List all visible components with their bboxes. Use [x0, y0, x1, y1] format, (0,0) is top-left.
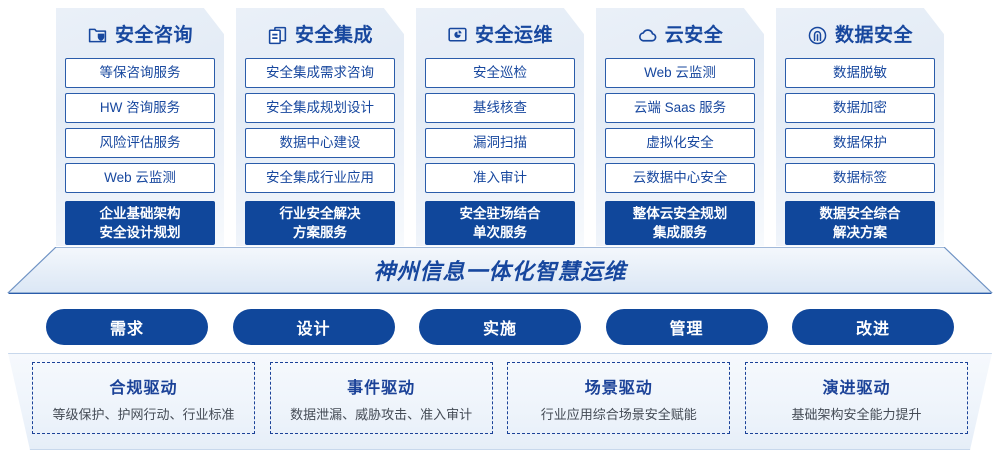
pillar-highlight-line1: 行业安全解决: [279, 206, 361, 221]
pillar-highlight-line1: 数据安全综合: [819, 206, 901, 221]
pillar-item[interactable]: 数据脱敏: [785, 58, 935, 88]
drivers-row: 合规驱动 等级保护、护网行动、行业标准 事件驱动 数据泄漏、威胁攻击、准入审计 …: [0, 353, 1000, 450]
pillar-item[interactable]: 安全集成规划设计: [245, 93, 395, 123]
driver-description: 基础架构安全能力提升: [791, 406, 922, 422]
phase-pill-management[interactable]: 管理: [605, 309, 768, 345]
pillar-header: 安全咨询: [65, 12, 215, 58]
driver-card-incident[interactable]: 事件驱动 数据泄漏、威胁攻击、准入审计: [269, 362, 493, 434]
pillar-item[interactable]: 数据加密: [785, 93, 935, 123]
pillar-header: 数据安全: [785, 12, 935, 58]
phase-pill-improvement[interactable]: 改进: [792, 309, 954, 345]
pillar-header: 安全集成: [245, 12, 395, 58]
pillar-highlight[interactable]: 企业基础架构 安全设计规划: [65, 201, 215, 245]
pillar-item[interactable]: HW 咨询服务: [65, 93, 215, 123]
platform-banner: 神州信息一体化智慧运维: [8, 247, 992, 294]
pillar-header: 安全运维: [425, 12, 575, 58]
pillar-item[interactable]: 数据标签: [785, 163, 935, 193]
pillar-item[interactable]: 基线核查: [425, 93, 575, 123]
pillar-highlight[interactable]: 整体云安全规划 集成服务: [605, 201, 755, 245]
stacked-documents-icon: [267, 25, 288, 46]
driver-description: 数据泄漏、威胁攻击、准入审计: [290, 406, 473, 422]
pillar-highlight-line2: 单次服务: [473, 225, 527, 240]
phase-pill-implementation[interactable]: 实施: [419, 309, 581, 345]
pillar-item[interactable]: 准入审计: [425, 163, 575, 193]
platform-banner-title: 神州信息一体化智慧运维: [373, 259, 627, 284]
pillar-item[interactable]: Web 云监测: [65, 163, 215, 193]
pillar-title: 云安全: [664, 24, 724, 46]
pillar-item[interactable]: 云数据中心安全: [605, 163, 755, 193]
pillar-highlight[interactable]: 行业安全解决 方案服务: [245, 201, 395, 245]
pillar-header: 云安全: [605, 12, 755, 58]
driver-card-evolution[interactable]: 演进驱动 基础架构安全能力提升: [744, 362, 968, 434]
phase-pill-design[interactable]: 设计: [232, 309, 395, 345]
driver-description: 等级保护、护网行动、行业标准: [52, 406, 235, 422]
driver-card-scenario[interactable]: 场景驱动 行业应用综合场景安全赋能: [507, 362, 731, 434]
pillar-card-security-operations[interactable]: 安全运维 安全巡检 基线核查 漏洞扫描 准入审计 安全驻场结合 单次服务: [416, 8, 584, 246]
pillar-highlight-line2: 解决方案: [833, 225, 887, 240]
cloud-icon: [637, 25, 658, 46]
pillar-title: 安全咨询: [114, 24, 193, 46]
monitor-chart-icon: [447, 25, 468, 46]
pillar-highlight-line1: 整体云安全规划: [632, 206, 728, 221]
driver-description: 行业应用综合场景安全赋能: [540, 406, 697, 422]
pillar-item[interactable]: 数据保护: [785, 128, 935, 158]
pillar-title: 数据安全: [834, 24, 913, 46]
phase-pill-requirement[interactable]: 需求: [46, 309, 208, 345]
pillar-highlight-line2: 集成服务: [653, 225, 707, 240]
pillar-item[interactable]: 安全集成行业应用: [245, 163, 395, 193]
pillar-highlight[interactable]: 数据安全综合 解决方案: [785, 201, 935, 245]
pillar-card-security-integration[interactable]: 安全集成 安全集成需求咨询 安全集成规划设计 数据中心建设 安全集成行业应用 行…: [236, 8, 404, 246]
phase-pills-row: 需求 设计 实施 管理 改进: [0, 309, 1000, 345]
driver-title: 事件驱动: [347, 379, 416, 397]
fingerprint-icon: [807, 25, 828, 46]
pillar-highlight[interactable]: 安全驻场结合 单次服务: [425, 201, 575, 245]
driver-title: 合规驱动: [109, 379, 178, 397]
pillar-highlight-line2: 方案服务: [293, 225, 347, 240]
driver-card-compliance[interactable]: 合规驱动 等级保护、护网行动、行业标准: [32, 362, 255, 434]
pillar-item[interactable]: 云端 Saas 服务: [605, 93, 755, 123]
pillar-title: 安全集成: [294, 24, 373, 46]
pillar-item[interactable]: 风险评估服务: [65, 128, 215, 158]
pillar-item[interactable]: 安全巡检: [425, 58, 575, 88]
pillar-item[interactable]: Web 云监测: [605, 58, 755, 88]
pillar-title: 安全运维: [474, 24, 553, 46]
pillar-highlight-line2: 安全设计规划: [99, 225, 181, 240]
pillar-item[interactable]: 数据中心建设: [245, 128, 395, 158]
pillar-item[interactable]: 等保咨询服务: [65, 58, 215, 88]
pillar-card-security-consulting[interactable]: 安全咨询 等保咨询服务 HW 咨询服务 风险评估服务 Web 云监测 企业基础架…: [56, 8, 224, 246]
pillar-item[interactable]: 漏洞扫描: [425, 128, 575, 158]
pillar-highlight-line1: 企业基础架构: [99, 206, 181, 221]
pillar-item[interactable]: 安全集成需求咨询: [245, 58, 395, 88]
pillar-cards-row: 安全咨询 等保咨询服务 HW 咨询服务 风险评估服务 Web 云监测 企业基础架…: [0, 8, 1000, 248]
pillar-item[interactable]: 虚拟化安全: [605, 128, 755, 158]
pillar-highlight-line1: 安全驻场结合: [459, 206, 541, 221]
pillar-card-data-security[interactable]: 数据安全 数据脱敏 数据加密 数据保护 数据标签 数据安全综合 解决方案: [776, 8, 944, 246]
driver-title: 演进驱动: [822, 379, 891, 397]
shield-folder-icon: [87, 25, 108, 46]
pillar-card-cloud-security[interactable]: 云安全 Web 云监测 云端 Saas 服务 虚拟化安全 云数据中心安全 整体云…: [596, 8, 764, 246]
driver-title: 场景驱动: [584, 379, 653, 397]
